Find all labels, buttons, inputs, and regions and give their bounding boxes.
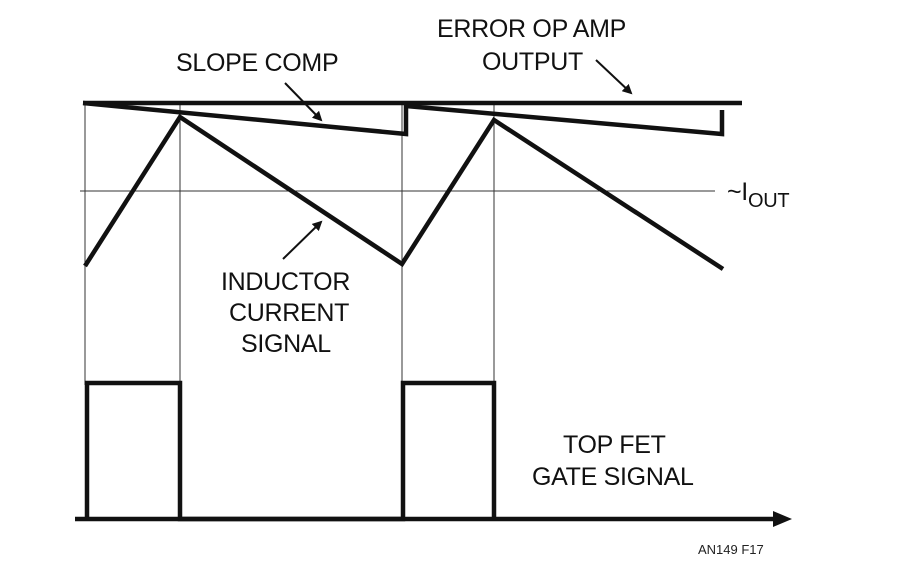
error-amp-label-line2: OUTPUT [482, 48, 583, 76]
error-amp-label-line1: ERROR OP AMP [437, 15, 626, 43]
inductor-label-line2: CURRENT [229, 299, 349, 327]
iout-label: ~IOUT [727, 178, 789, 212]
inductor-current-waveform [83, 113, 725, 271]
iout-label-subscript: OUT [748, 190, 789, 212]
slope-comp-label: SLOPE COMP [176, 49, 338, 77]
inductor-label-line1: INDUCTOR [221, 268, 350, 296]
figure-id-label: AN149 F17 [698, 542, 764, 557]
time-axis-arrowhead [773, 511, 792, 527]
gate-label-line2: GATE SIGNAL [532, 463, 694, 491]
inductor-label-line3: SIGNAL [241, 330, 331, 358]
gate-label-line1: TOP FET [563, 431, 666, 459]
iout-label-prefix: ~I [727, 178, 748, 206]
inductor-current-pointer [282, 220, 323, 260]
slope-comp-waveform [82, 100, 725, 137]
slope-comp-pointer [284, 82, 323, 122]
gate-signal-waveform [84, 380, 497, 522]
error-amp-pointer [595, 59, 633, 95]
